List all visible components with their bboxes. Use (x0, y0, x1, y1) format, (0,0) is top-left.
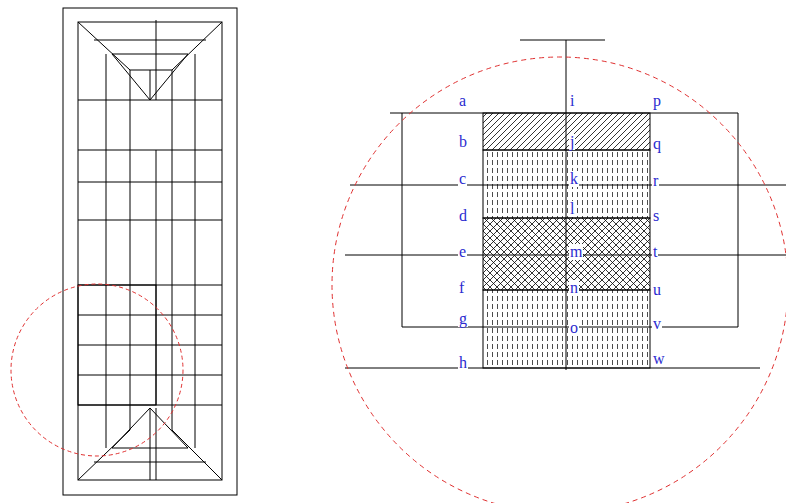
point-letter: k (569, 171, 579, 187)
point-letter: p (652, 93, 662, 109)
point-letter: o (569, 320, 579, 336)
point-letter: c (458, 171, 467, 187)
point-letter: m (569, 244, 583, 260)
point-letter: w (652, 351, 666, 367)
point-letter: n (569, 280, 579, 296)
point-letter: v (652, 316, 662, 332)
point-letter: s (652, 208, 660, 224)
plan-view (11, 8, 237, 495)
point-letter: u (652, 282, 662, 298)
point-letter: a (458, 93, 467, 109)
point-letter: g (458, 311, 468, 327)
point-letter: f (458, 280, 465, 296)
point-letter: t (652, 244, 658, 260)
point-letter: q (652, 136, 662, 152)
point-letter: e (458, 244, 467, 260)
point-letter: d (458, 208, 468, 224)
point-letter: r (652, 173, 659, 189)
detail-view (332, 40, 786, 503)
point-letter: i (569, 93, 575, 109)
point-letter: j (569, 134, 575, 150)
point-letter: h (458, 355, 468, 371)
point-letter: b (458, 134, 468, 150)
point-letter: l (569, 201, 575, 217)
